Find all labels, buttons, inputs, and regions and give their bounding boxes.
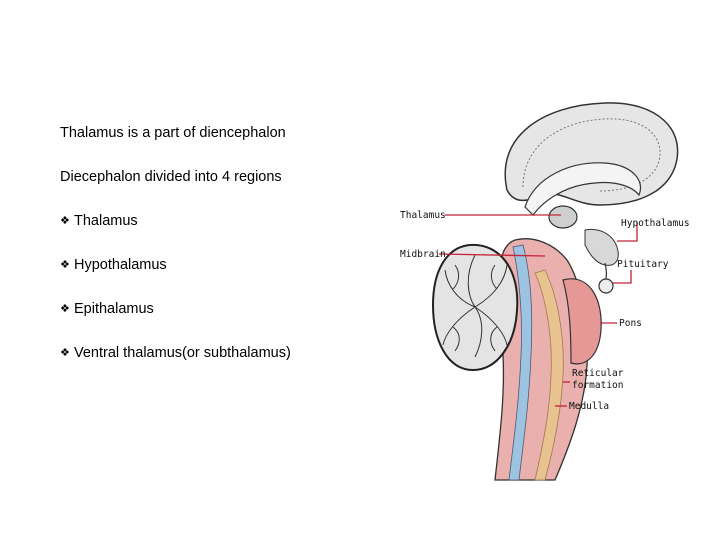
thalamus-shape [548, 205, 578, 229]
brain-diagram-svg: Thalamus Midbrain Hypothalamus Pituitary… [400, 102, 690, 481]
bullet-label: Epithalamus [74, 301, 154, 317]
label-pons: Pons [619, 318, 642, 329]
label-reticular: Reticular [572, 368, 624, 379]
reticular-band-shape [534, 269, 564, 481]
bullet-item-epithalamus: ❖ Epithalamus [60, 300, 154, 318]
bullet-item-hypothalamus: ❖ Hypothalamus [60, 256, 167, 274]
label-pituitary: Pituitary [617, 259, 669, 270]
hypothalamus-shape [584, 228, 619, 266]
label-thalamus: Thalamus [400, 210, 446, 221]
label-medulla: Medulla [569, 401, 609, 412]
bullet-item-thalamus: ❖ Thalamus [60, 212, 138, 230]
hypothalamus-leader-line [617, 222, 638, 242]
cerebellum-folia [442, 254, 508, 358]
bullet-item-ventral-thalamus: ❖ Ventral thalamus(or subthalamus) [60, 344, 291, 362]
corpus-callosum-shape [524, 162, 642, 216]
label-formation: formation [572, 380, 623, 391]
pituitary-leader-line [613, 270, 632, 284]
central-canal-shape [508, 244, 533, 481]
bullet-label: Hypothalamus [74, 257, 167, 273]
label-midbrain: Midbrain [400, 249, 446, 260]
diamond-bullet-icon: ❖ [60, 215, 70, 227]
leader-lines [438, 214, 638, 407]
bullet-label: Thalamus [74, 213, 138, 229]
intro-line-1: Thalamus is a part of diencephalon [60, 125, 286, 141]
cerebrum-inner-fold [522, 118, 661, 192]
diamond-bullet-icon: ❖ [60, 303, 70, 315]
diamond-bullet-icon: ❖ [60, 347, 70, 359]
cerebrum-shape [504, 102, 679, 206]
label-hypothalamus: Hypothalamus [621, 218, 690, 229]
pons-shape [562, 278, 602, 365]
bullet-label: Ventral thalamus(or subthalamus) [74, 345, 291, 361]
pituitary-shape [598, 278, 614, 294]
intro-line-2: Diecephalon divided into 4 regions [60, 169, 282, 185]
diamond-bullet-icon: ❖ [60, 259, 70, 271]
brain-sagittal-diagram: Thalamus Midbrain Hypothalamus Pituitary… [395, 95, 695, 490]
midbrain-leader-line [438, 253, 546, 257]
